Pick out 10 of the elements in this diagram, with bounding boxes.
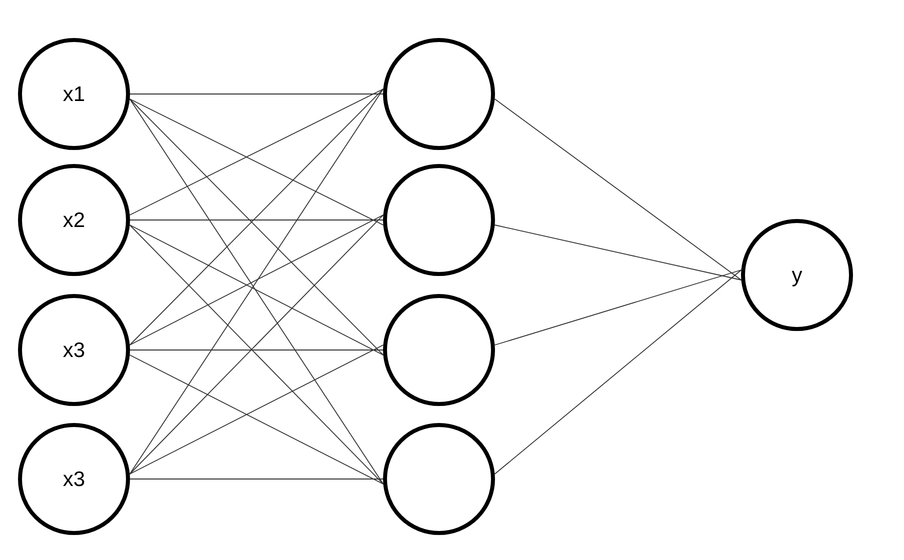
connection-line bbox=[494, 98, 742, 280]
connection-line bbox=[494, 270, 742, 346]
neuron-label: y bbox=[792, 264, 802, 286]
neuron-label: x2 bbox=[62, 210, 86, 230]
neuron-label: x1 bbox=[62, 84, 86, 104]
neuron-label: x3 bbox=[62, 468, 86, 490]
connection-line bbox=[130, 478, 384, 480]
connection-line bbox=[494, 270, 742, 474]
neuron-label: x3 bbox=[62, 340, 86, 360]
connection-line bbox=[494, 224, 742, 280]
